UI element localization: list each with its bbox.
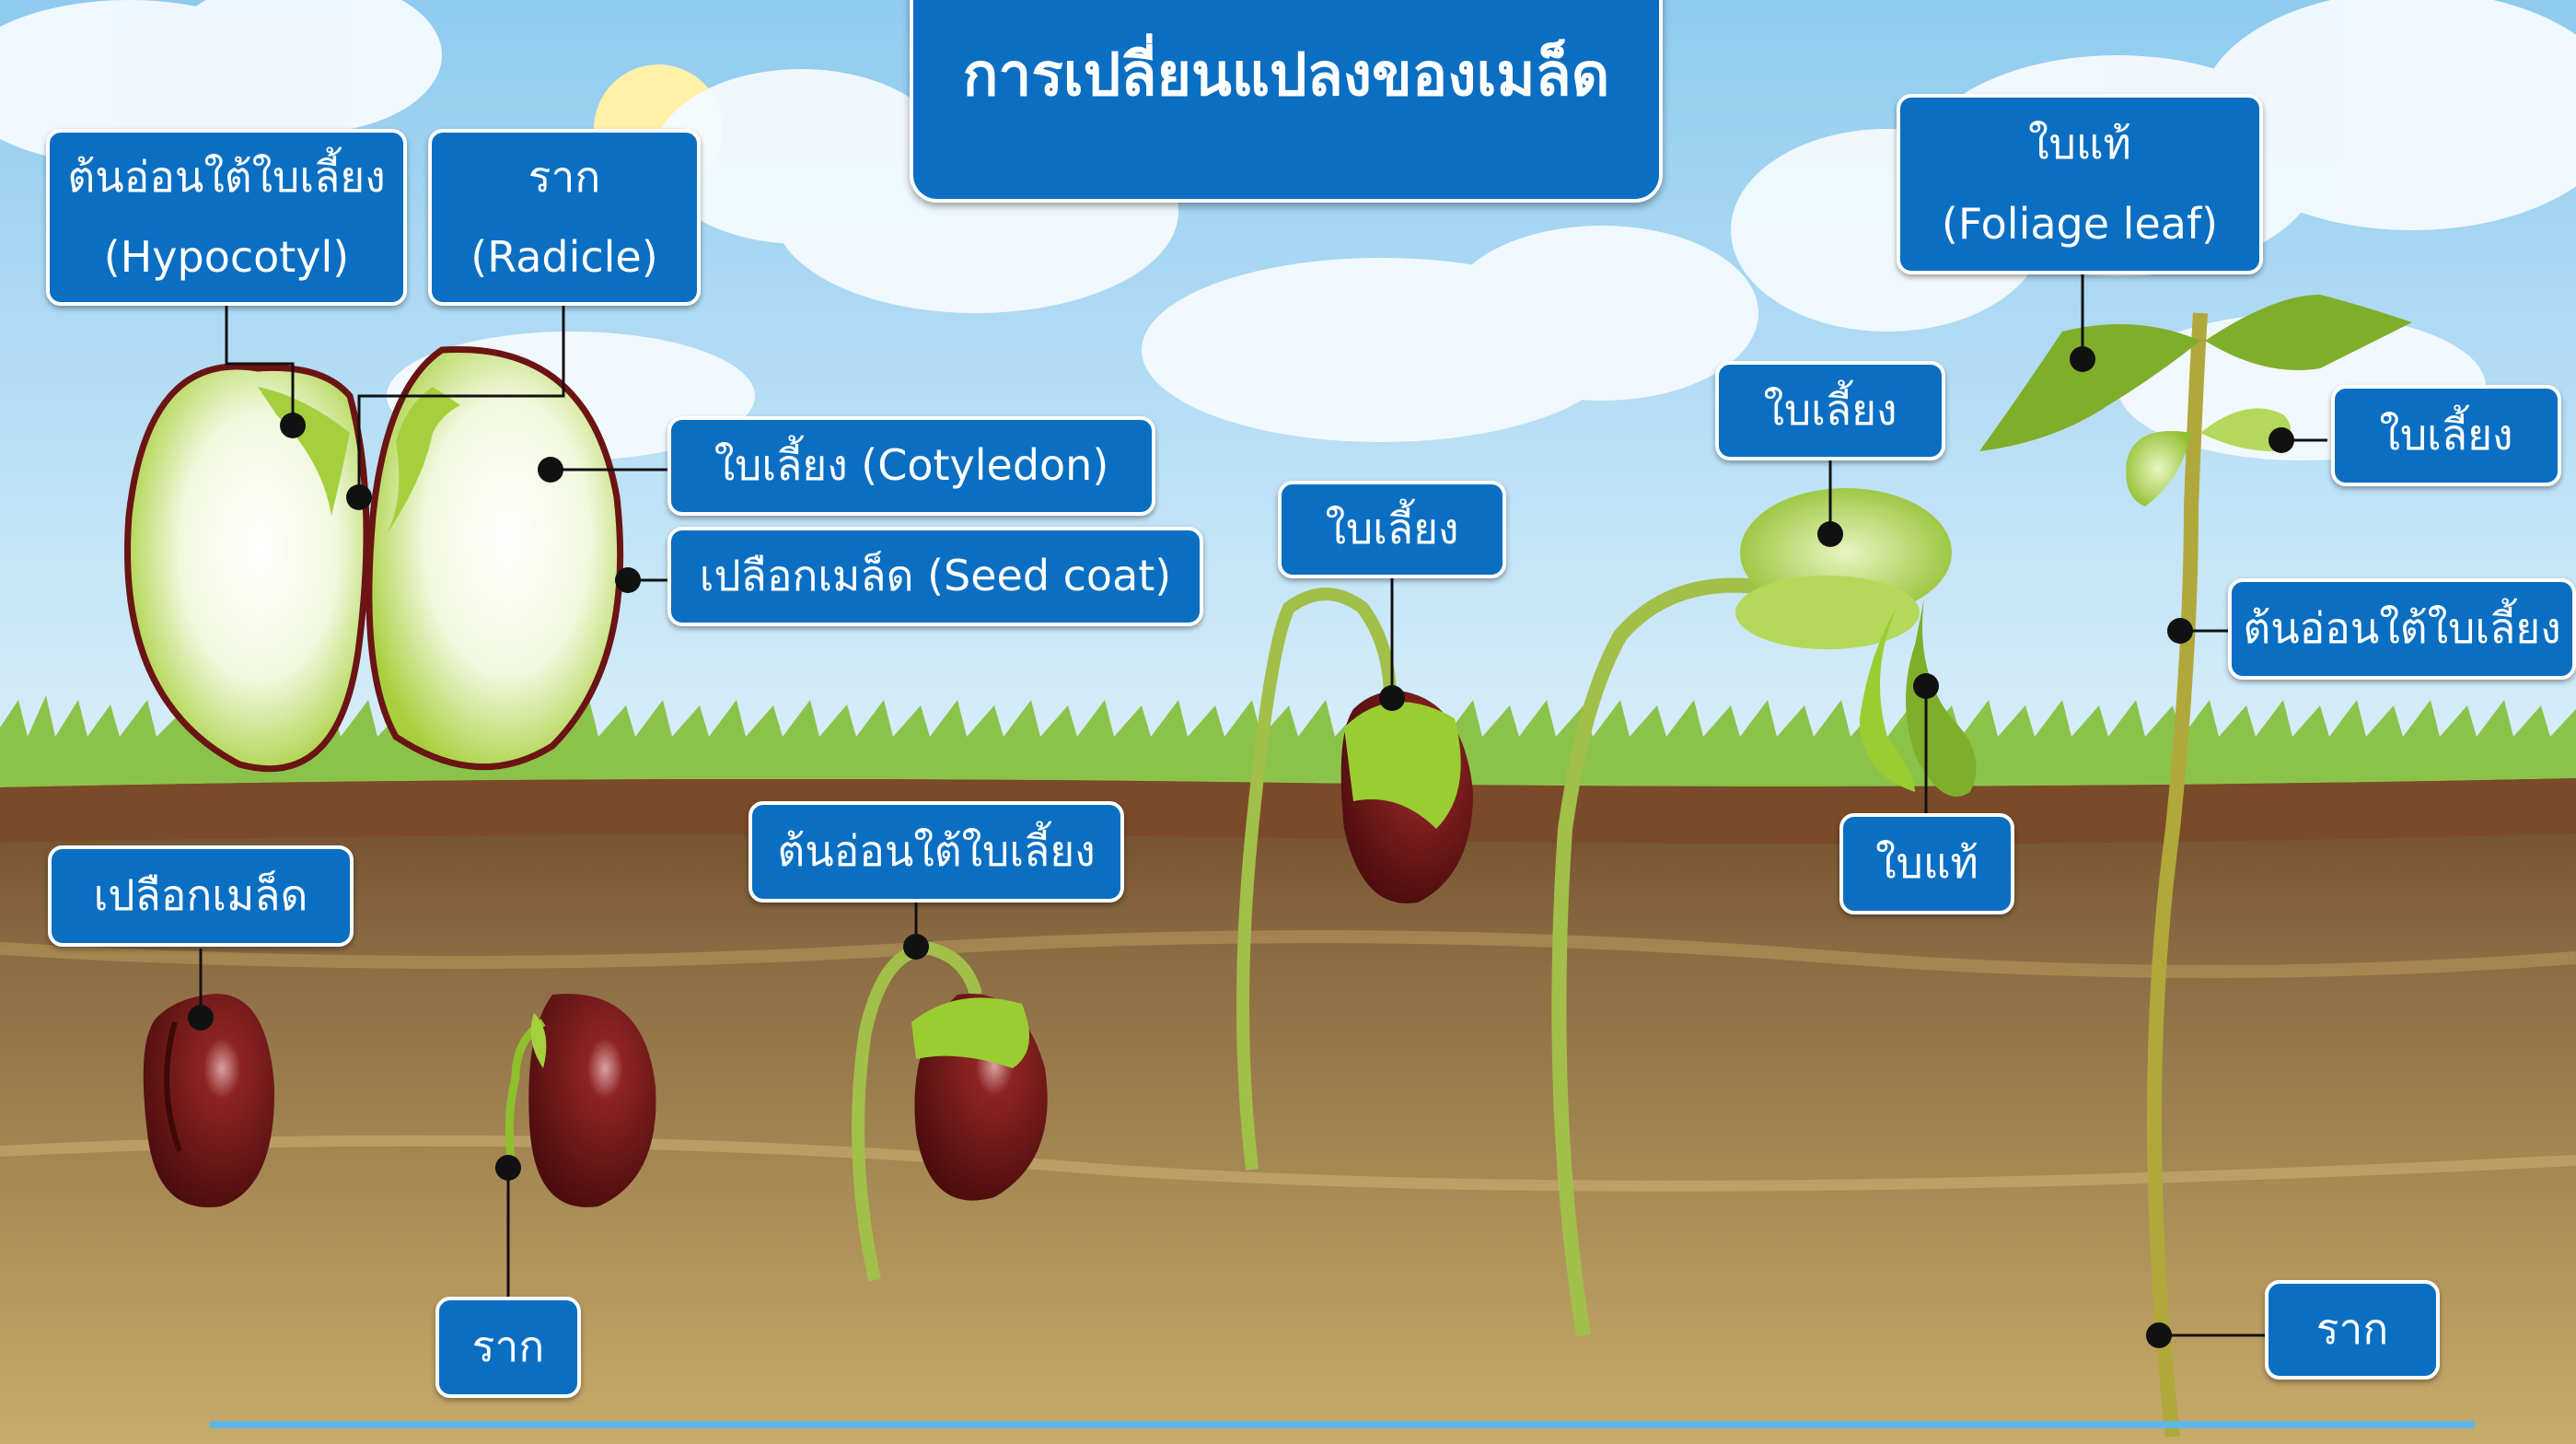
label-hypocotyl-en: (Hypocotyl) xyxy=(104,217,350,297)
label-foliage-stage5-text: ใบแท้ xyxy=(1875,823,1978,903)
page-title: การเปลี่ยนแปลงของเมล็ด xyxy=(910,28,1663,122)
soil xyxy=(0,778,2576,1444)
label-hypocotyl-stage3: ต้นอ่อนใต้ใบเลี้ยง xyxy=(748,801,1124,902)
label-seed-coat-stage1-text: เปลือกเมล็ด xyxy=(94,856,308,936)
label-root-stage6-text: ราก xyxy=(2316,1289,2388,1369)
label-seed-coat-stage1: เปลือกเมล็ด xyxy=(48,845,354,947)
label-radicle: ราก (Radicle) xyxy=(428,129,701,306)
label-hypocotyl-th: ต้นอ่อนใต้ใบเลี้ยง xyxy=(67,137,385,217)
label-cotyledon-stage5: ใบเลี้ยง xyxy=(1715,361,1945,460)
label-hypocotyl-stage6: ต้นอ่อนใต้ใบเลี้ยง xyxy=(2228,578,2576,680)
label-cotyledon-stage4: ใบเลี้ยง xyxy=(1278,481,1506,578)
label-root-stage2: ราก xyxy=(435,1297,581,1398)
label-foliage-stage5: ใบแท้ xyxy=(1839,813,2014,914)
label-hypocotyl-stage6-text: ต้นอ่อนใต้ใบเลี้ยง xyxy=(2243,588,2560,669)
label-radicle-th: ราก xyxy=(528,137,600,217)
label-seed-coat-text: เปลือกเมล็ด (Seed coat) xyxy=(700,536,1172,616)
label-hypocotyl: ต้นอ่อนใต้ใบเลี้ยง (Hypocotyl) xyxy=(46,129,407,306)
label-foliage-leaf: ใบแท้ (Foliage leaf) xyxy=(1897,94,2263,274)
label-cotyledon-stage4-text: ใบเลี้ยง xyxy=(1326,489,1459,569)
label-cotyledon-stage6: ใบเลี้ยง xyxy=(2331,385,2561,486)
label-cotyledon-text: ใบเลี้ยง (Cotyledon) xyxy=(714,425,1109,506)
label-seed-coat: เปลือกเมล็ด (Seed coat) xyxy=(667,527,1203,626)
label-hypocotyl-stage3-text: ต้นอ่อนใต้ใบเลี้ยง xyxy=(777,811,1095,891)
label-foliage-en: (Foliage leaf) xyxy=(1942,184,2218,264)
label-cotyledon-stage5-text: ใบเลี้ยง xyxy=(1764,370,1897,450)
label-foliage-th: ใบแท้ xyxy=(2028,104,2131,184)
label-cotyledon-stage6-text: ใบเลี้ยง xyxy=(2380,395,2513,475)
label-root-stage6: ราก xyxy=(2265,1280,2440,1380)
label-cotyledon: ใบเลี้ยง (Cotyledon) xyxy=(667,416,1155,516)
label-root-stage2-text: ราก xyxy=(472,1307,544,1387)
label-radicle-en: (Radicle) xyxy=(470,217,657,297)
bottom-divider xyxy=(210,1421,2475,1428)
